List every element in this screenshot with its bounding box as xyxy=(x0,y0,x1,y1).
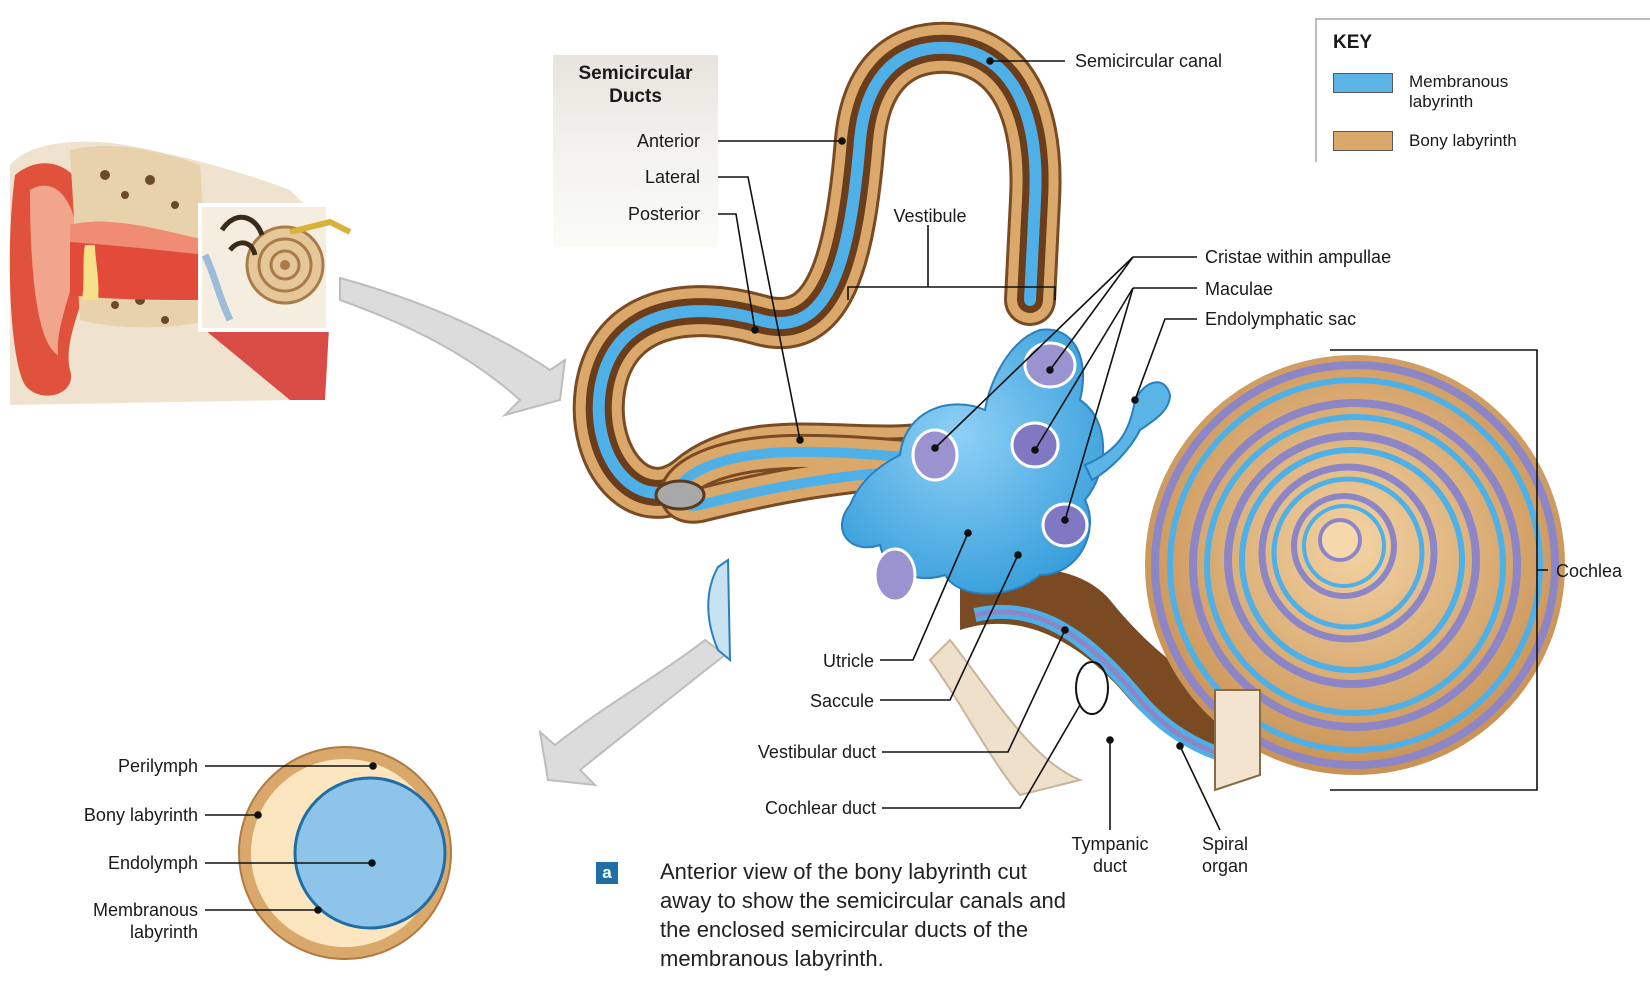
label-maculae: Maculae xyxy=(1205,278,1273,300)
label-endolymph: Endolymph xyxy=(30,852,198,874)
ear-thumbnail xyxy=(10,142,350,405)
label-spiral-organ: Spiral organ xyxy=(1180,833,1270,877)
label-utricle: Utricle xyxy=(740,650,874,672)
label-saccule: Saccule xyxy=(740,690,874,712)
bony-swatch xyxy=(1333,131,1393,151)
key-label-bony: Bony labyrinth xyxy=(1409,131,1569,151)
zoom-arrow-thumbnail xyxy=(340,278,565,415)
label-cochlea: Cochlea xyxy=(1556,560,1622,582)
cross-section-drawing xyxy=(239,747,451,959)
label-vestibule: Vestibule xyxy=(870,205,990,227)
label-bony-labyrinth: Bony labyrinth xyxy=(30,804,198,826)
caption-badge: a xyxy=(596,862,618,884)
label-vestibular-duct: Vestibular duct xyxy=(690,741,876,763)
key-title: KEY xyxy=(1333,32,1372,54)
key-label-membranous: Membranous labyrinth xyxy=(1409,72,1539,112)
membranous-swatch xyxy=(1333,73,1393,93)
label-posterior: Posterior xyxy=(560,203,700,225)
label-membranous-labyrinth: Membranous labyrinth xyxy=(30,899,198,943)
label-lateral: Lateral xyxy=(560,166,700,188)
label-cristae: Cristae within ampullae xyxy=(1205,246,1391,268)
label-endolymphatic-sac: Endolymphatic sac xyxy=(1205,308,1356,330)
zoom-arrow-cross-section xyxy=(540,640,725,785)
label-semicircular-canal: Semicircular canal xyxy=(1075,50,1225,72)
label-perilymph: Perilymph xyxy=(30,755,198,777)
label-cochlear-duct: Cochlear duct xyxy=(690,797,876,819)
label-anterior: Anterior xyxy=(560,130,700,152)
semicircular-ducts-title: Semicircular Ducts xyxy=(553,62,718,108)
figure-caption: Anterior view of the bony labyrinth cut … xyxy=(660,857,1080,973)
